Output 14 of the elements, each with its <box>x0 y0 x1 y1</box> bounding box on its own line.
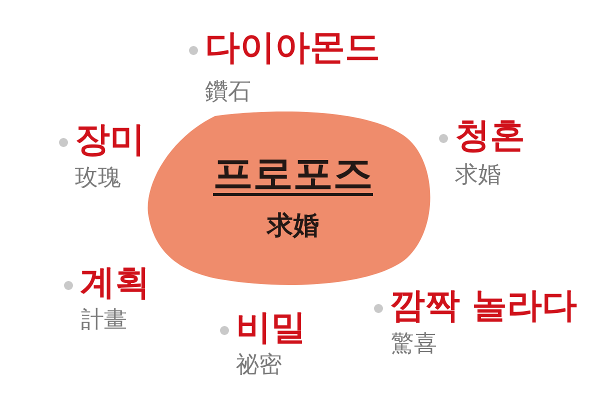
translation-label: 祕密 <box>236 351 282 379</box>
word-label: 장미 <box>75 120 145 160</box>
word-label: 깜짝 놀라다 <box>390 286 578 326</box>
translation-label: 驚喜 <box>391 330 437 358</box>
translation-label: 玫瑰 <box>75 164 121 192</box>
word-label: 청혼 <box>455 116 525 156</box>
translation-label: 計畫 <box>81 306 127 334</box>
word-label: 다이아몬드 <box>205 28 380 68</box>
word-label: 비밀 <box>236 308 306 348</box>
translation-label: 求婚 <box>455 161 501 189</box>
word-label: 계획 <box>80 263 150 303</box>
subtitle-text: 求婚 <box>265 210 320 243</box>
title-text: 프로포즈 <box>212 150 374 199</box>
translation-label: 鑽石 <box>205 78 251 106</box>
